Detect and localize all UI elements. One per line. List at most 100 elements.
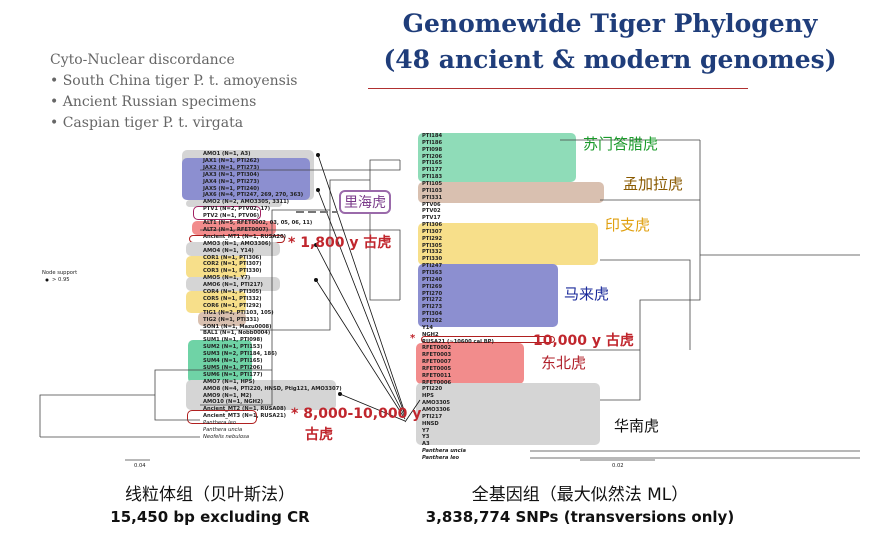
right-tree-label: PTI220: [422, 386, 443, 393]
right-tree-label: PTV17: [422, 215, 441, 222]
left-tree-label: SUM6 (N=1, PTI177): [203, 371, 263, 378]
group-box-jax: [182, 158, 310, 200]
caspian-tiger-label: 里海虎: [339, 190, 391, 214]
left-tree-label: JAX1 (N=1, PTI262): [203, 157, 260, 164]
group-box-mt23: [187, 410, 257, 424]
left-tree-label: SUM1 (N=1, PTI098): [203, 337, 263, 344]
right-tree-label: PTV02: [422, 208, 441, 215]
right-tree-label: Y14: [422, 324, 433, 331]
right-tree-label: PTI183: [422, 174, 443, 181]
right-tree-label: PTI165: [422, 160, 443, 167]
left-tree-label: JAX4 (N=1, PTI273): [203, 178, 260, 185]
left-tree-label: AMO4 (N=1, Y14): [203, 247, 254, 254]
group-label-south-china: 华南虎: [614, 417, 660, 435]
right-tree-label: RFET0005: [422, 365, 452, 372]
left-tree-label: JAX3 (N=1, PTI304): [203, 171, 260, 178]
right-tree-label: PTI331: [422, 194, 443, 201]
group-label-amur: 东北虎: [541, 354, 587, 372]
slide-title: Genomewide Tiger Phylogeny (48 ancient & …: [360, 6, 860, 78]
group-box-indochinese: [418, 223, 598, 265]
right-tree-label: PTI105: [422, 180, 443, 187]
right-scale-label: 0.02: [612, 463, 624, 469]
right-tree-label: HNSD: [422, 420, 439, 427]
right-tree-label: PTI307: [422, 228, 443, 235]
left-tree-label: Ancient_MT1 (N=1, RUSA20): [203, 233, 286, 240]
node-support-label: Node support: [42, 270, 78, 276]
left-tree-label: TIG2 (N=1, PTI331): [203, 316, 260, 323]
right-tree-label: PTI240: [422, 276, 443, 283]
right-tree-label: RFET0002: [422, 345, 452, 352]
left-tree-label: AMO7 (N=1, HPS): [203, 378, 255, 385]
annotation-text: 8,000-10,000 y: [303, 406, 422, 422]
right-tree-label: PTI206: [422, 153, 443, 160]
left-tree-label: Panthera uncia: [203, 427, 243, 433]
right-tree-label: PTI304: [422, 311, 443, 318]
left-tree-label: COR3 (N=1, PTI330): [203, 268, 262, 275]
right-tree-label: PTI103: [422, 187, 443, 194]
group-box-sumatran: [418, 133, 576, 182]
right-tree-label: PTI305: [422, 242, 443, 249]
right-tree-label: Panthera uncia: [422, 448, 466, 455]
left-tree-label: COR2 (N=1, PTI307): [203, 261, 262, 268]
left-tree-label: Ancient_MT2 (N=1, RUSA08): [203, 406, 286, 413]
left-tree-label: AMO10 (N=1, NGH2): [203, 399, 263, 406]
group-box-bengal: [418, 182, 604, 203]
left-tree-label: Panthera leo: [203, 420, 236, 427]
left-tree-label: Ancient_MT3 (N=1, RUSA21): [203, 413, 286, 420]
right-tree-label: PTI217: [422, 413, 443, 420]
left-tree-label: JAX2 (N=1, PTI273): [203, 164, 260, 171]
right-tree-label: PTI272: [422, 297, 443, 304]
group-box-tig: [198, 312, 246, 326]
star-icon: *: [291, 406, 304, 422]
left-caption-cn: 线粒体组（贝叶斯法）: [125, 485, 295, 505]
right-tree-label: PTI186: [422, 139, 443, 146]
ancient-8000-annotation: * 8,000-10,000 y: [291, 406, 421, 422]
right-tree-label: PTI262: [422, 317, 443, 324]
left-tree-label: SUM4 (N=1, PTI165): [203, 358, 263, 364]
right-tree-label: RFET0007: [422, 359, 452, 366]
left-tree-label: ALT1 (N=5, RFET0002, 03, 05, 06, 11): [203, 220, 313, 226]
left-tree-label: ALT2 (N=1, RFET0007): [203, 226, 269, 233]
right-tree-label: PTI270: [422, 290, 443, 297]
right-tree-label: PTI292: [422, 235, 443, 242]
group-box-malayan: [418, 264, 558, 327]
star-icon: *: [410, 333, 416, 344]
right-tree-label: NGH2: [422, 331, 439, 338]
group-box-amo3: [186, 242, 280, 256]
right-tree-label: PTI098: [422, 146, 443, 153]
group-box-cor2: [186, 291, 246, 313]
note-item: South China tiger P. t. amoyensis: [50, 71, 298, 92]
left-tree-label: AMO8 (N=4, PTI220, HNSD, Ptig121, AMO330…: [203, 385, 342, 392]
left-tree-label: COR6 (N=1, PTI292): [203, 302, 262, 309]
group-box-sum: [188, 340, 252, 383]
right-caption-en: 3,838,774 SNPs (transversions only): [425, 508, 735, 526]
right-tree-label: RFET0006: [422, 379, 452, 386]
left-tree-label: PTV2 (N=1, PTV06): [203, 213, 260, 220]
right-tree-label: PTI177: [422, 167, 443, 174]
group-label-indochinese: 印支虎: [605, 216, 651, 234]
title-divider: [368, 88, 748, 89]
right-tree-label: PTI330: [422, 256, 443, 263]
right-tree-label: PTI247: [422, 263, 443, 270]
note-item: Caspian tiger P. t. virgata: [50, 113, 297, 134]
left-scale-label: 0.04: [134, 463, 146, 469]
group-box-alt: [192, 221, 276, 235]
title-line-1: Genomewide Tiger Phylogeny: [402, 9, 818, 38]
left-tree-label: AMO9 (N=1, M2): [203, 392, 252, 399]
left-caption-en: 15,450 bp excluding CR: [110, 508, 310, 526]
group-label-sumatran: 苏门答腊虎: [583, 135, 659, 153]
left-tree-label: SON1 (N=1, Mazu0008): [203, 323, 272, 330]
left-tree-label: JAX6 (N=4, PTI247, 269, 270, 363): [203, 192, 304, 199]
title-line-2: (48 ancient & modern genomes): [383, 45, 837, 74]
ancient-8000-annotation-2: 古虎: [305, 427, 333, 443]
left-tree-label: COR1 (N=1, PTI306): [203, 254, 262, 261]
right-tree-label: RFET0011: [422, 372, 452, 379]
right-tree-label: Panthera leo: [422, 454, 460, 461]
node-support-value: > 0.95: [52, 277, 70, 283]
group-box-rusa21: [421, 336, 555, 343]
notes: Cyto-Nuclear discordance South China tig…: [50, 50, 297, 134]
group-box-amo2: [186, 200, 282, 207]
group-box-ptv: [193, 206, 261, 220]
star-icon: *: [288, 235, 301, 251]
